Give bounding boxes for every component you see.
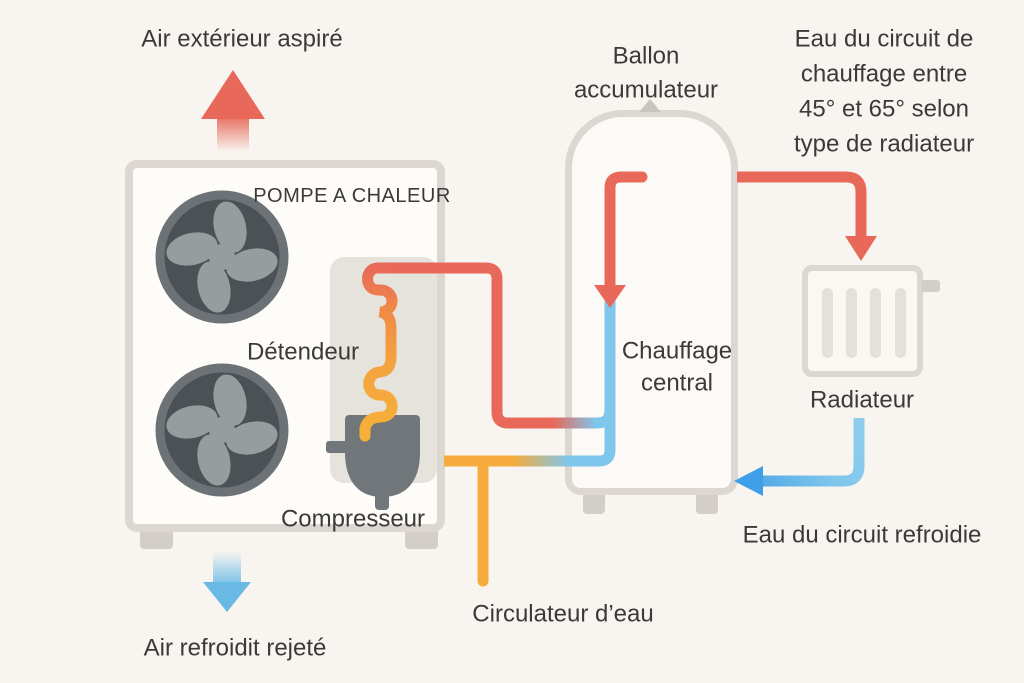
cooled-water-label: Eau du circuit refroidie — [742, 521, 982, 549]
radiator-fin — [870, 288, 881, 358]
tank-label-line1: Ballon — [612, 42, 680, 70]
fan-icon — [160, 368, 284, 492]
air-exhaust-arrow-icon — [203, 551, 251, 612]
expansion-valve-label: Détendeur — [246, 338, 360, 366]
central-heating-line2: central — [640, 369, 714, 397]
radiator-fin — [822, 288, 833, 358]
hot-water-note-line4: type de radiateur — [793, 130, 975, 158]
hot-supply-pipe — [391, 262, 616, 429]
radiator-fin — [895, 288, 906, 358]
heat-pump-title: POMPE A CHALEUR — [253, 185, 451, 207]
compressor-label: Compresseur — [280, 505, 426, 533]
hot-water-note-line1: Eau du circuit de — [794, 25, 974, 53]
fan-icon — [160, 195, 284, 319]
air-intake-arrow-icon — [201, 70, 265, 152]
expansion-coil-pipe — [359, 262, 398, 442]
compressor-icon — [326, 415, 420, 510]
pump-foot-left — [140, 528, 173, 549]
tank-inner-pipe — [604, 171, 648, 294]
radiator-supply-arrow-icon — [845, 236, 877, 261]
radiator-return-pipe — [762, 418, 865, 487]
radiator-return-arrow-icon — [734, 466, 763, 496]
radiator-valve — [921, 280, 940, 292]
accumulator-tank — [565, 110, 738, 495]
air-exhaust-label: Air refroidit rejeté — [143, 634, 327, 662]
water-circulator-label: Circulateur d’eau — [472, 600, 654, 628]
hot-water-note-line2: chauffage entre — [800, 60, 968, 88]
radiator-fin — [846, 288, 857, 358]
tank-label-line2: accumulateur — [573, 76, 719, 104]
tank-flow-arrow-icon — [594, 285, 626, 308]
air-intake-label: Air extérieur aspiré — [141, 25, 343, 53]
radiator-label: Radiateur — [809, 386, 915, 414]
central-heating-line1: Chauffage — [621, 337, 733, 365]
cold-return-pipe — [444, 300, 616, 467]
radiator-supply-pipe — [737, 171, 867, 239]
hot-water-note-line3: 45° et 65° selon — [799, 95, 969, 123]
tank-cap — [639, 99, 661, 112]
pump-foot-right — [405, 528, 438, 549]
